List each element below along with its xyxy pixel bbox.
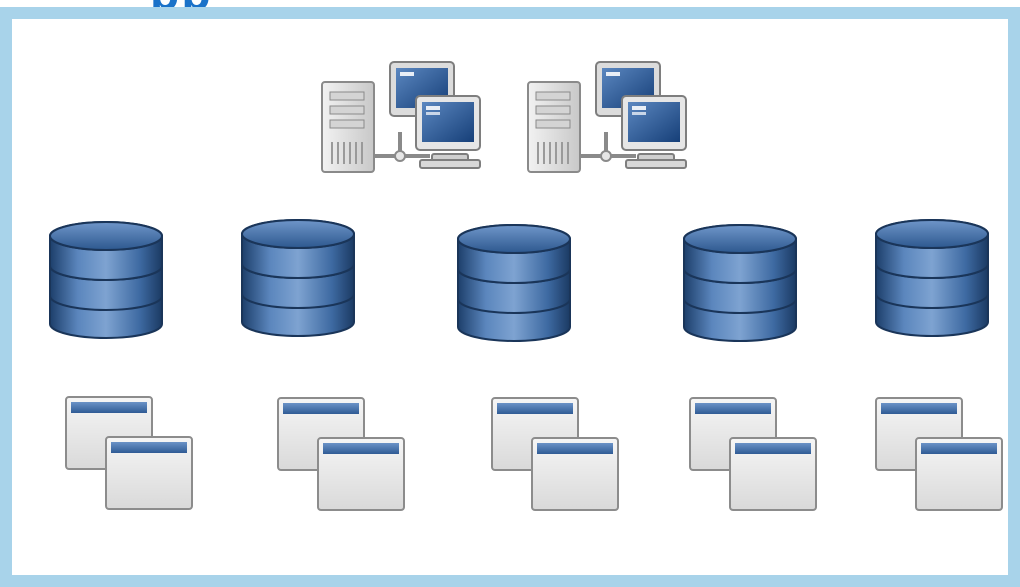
stacked-windows-icon: [490, 396, 622, 520]
database-icon: [872, 216, 992, 346]
database-icon: [680, 221, 800, 351]
server-workstation-icon: [526, 60, 691, 178]
database-icon: [454, 221, 574, 351]
database-icon: [238, 216, 358, 346]
database-icon: [46, 218, 166, 348]
stacked-windows-icon: [688, 396, 820, 520]
server-workstation-icon: [320, 60, 485, 178]
stacked-windows-icon: [276, 396, 408, 520]
stacked-windows-icon: [874, 396, 1006, 520]
stacked-windows-icon: [64, 395, 196, 519]
